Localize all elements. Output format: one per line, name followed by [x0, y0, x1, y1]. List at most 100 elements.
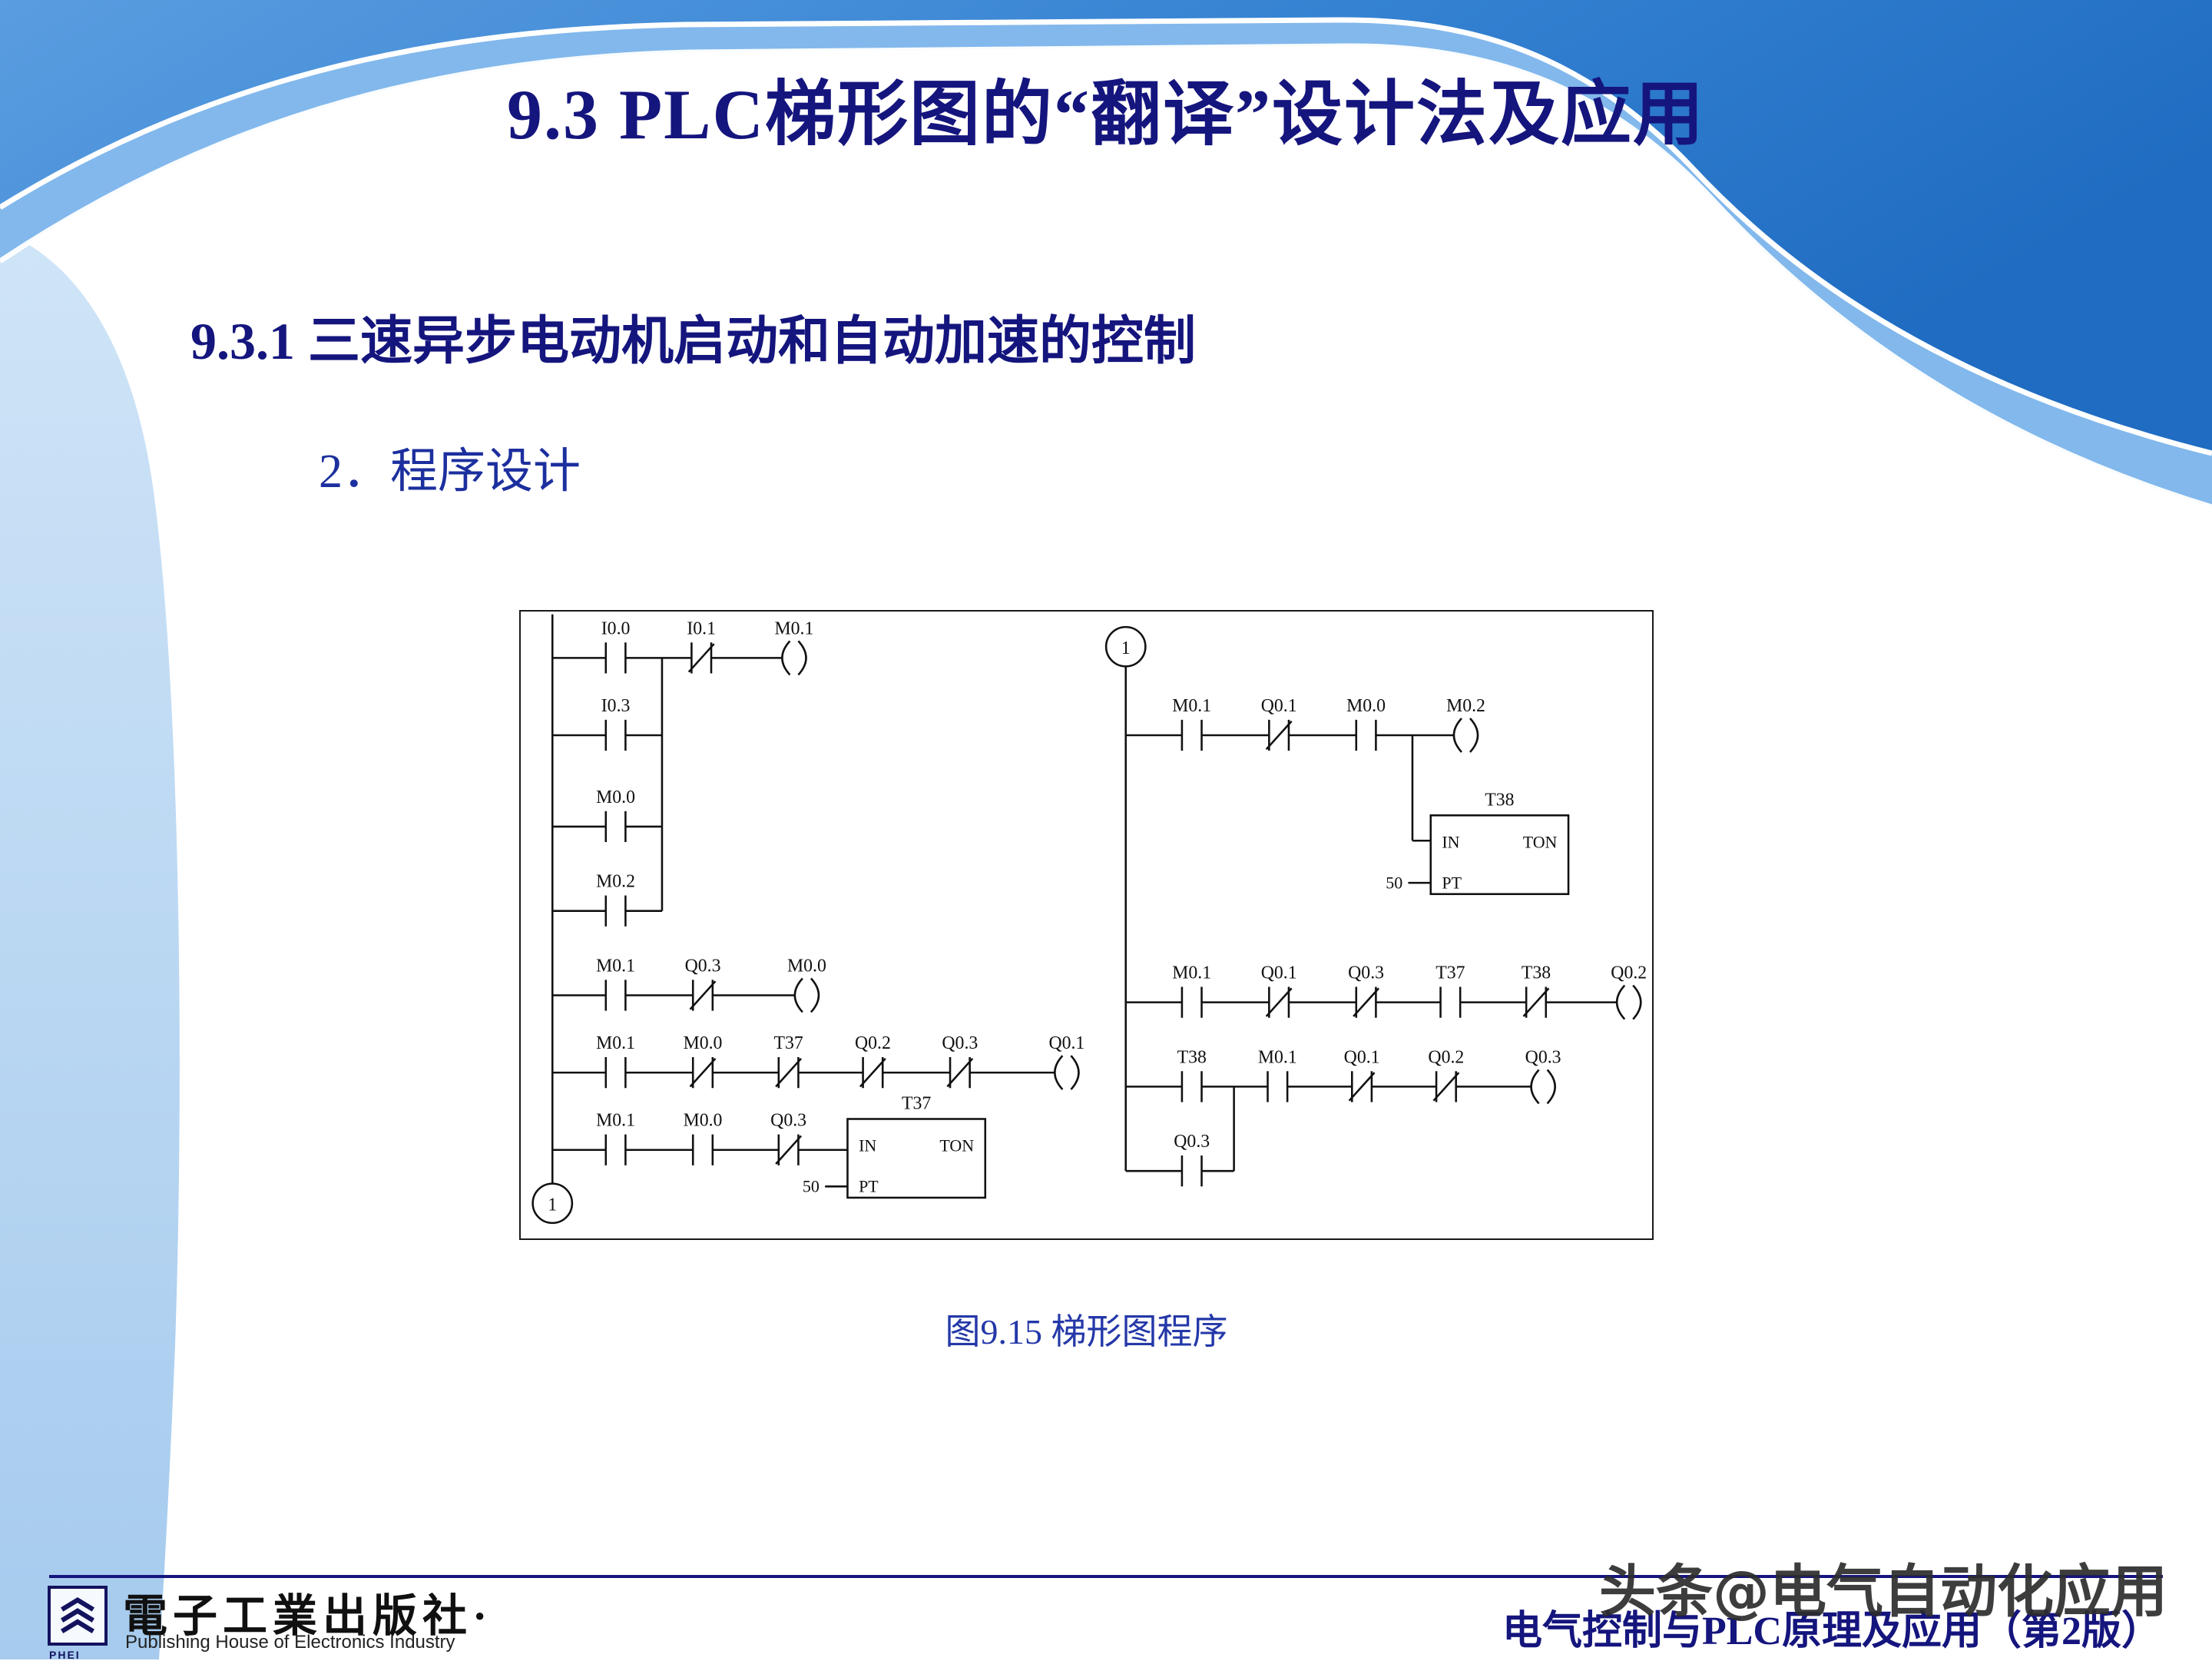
ladder-label: 1 — [548, 1195, 557, 1215]
no-contact: M0.1 — [1201, 1047, 1297, 1102]
nc-contact: Q0.2 — [798, 1033, 891, 1089]
ladder-label: PT — [1442, 873, 1462, 892]
coil: Q0.2 — [1545, 963, 1647, 1020]
connector-circle — [1104, 625, 1147, 668]
ladder-label: I0.1 — [687, 618, 716, 638]
coil-arc — [1452, 718, 1462, 753]
coil: Q0.1 — [969, 1033, 1084, 1090]
publisher-logo-icon — [61, 1596, 94, 1634]
band-top-blue — [0, 0, 2212, 453]
ladder-label: Q0.2 — [1428, 1047, 1464, 1067]
connector-circle — [531, 1182, 574, 1225]
ladder-label: M0.1 — [1172, 963, 1211, 983]
nc-contact: Q0.3 — [1288, 963, 1384, 1018]
no-contact: T37 — [1376, 963, 1465, 1018]
no-contact: I0.0 — [552, 618, 631, 674]
no-contact: M0.1 — [552, 956, 635, 1011]
ladder-label: M0.1 — [1258, 1047, 1297, 1067]
coil: M0.2 — [1376, 696, 1485, 753]
no-contact: M0.0 — [625, 1111, 722, 1165]
no-contact: T38 — [1125, 1047, 1207, 1102]
no-contact: M0.2 — [552, 872, 635, 927]
ladder-label: M0.0 — [596, 787, 635, 807]
nc-contact: T37 — [712, 1033, 803, 1089]
ladder-label: T37 — [1435, 963, 1465, 983]
ladder-wire — [1522, 987, 1550, 1017]
ladder-label: PT — [859, 1177, 879, 1196]
publisher-name-en: Publishing House of Electronics Industry — [125, 1632, 455, 1653]
ladder-label: Q0.3 — [685, 956, 721, 976]
ladder-label: I0.0 — [601, 618, 631, 638]
ladder-wire — [946, 1057, 974, 1088]
ladder-label: T38 — [1522, 963, 1551, 983]
ladder-label: TON — [939, 1136, 974, 1155]
ladder-wire — [1432, 1072, 1460, 1102]
ladder-label: Q0.1 — [1261, 963, 1297, 983]
no-contact: M0.0 — [1288, 696, 1386, 751]
ladder-label: Q0.3 — [942, 1033, 978, 1053]
ladder-wire — [1265, 720, 1293, 751]
nc-contact: T38 — [1460, 963, 1551, 1018]
coil-arc — [1546, 1069, 1556, 1105]
timer-rect — [846, 1118, 987, 1199]
coil: M0.1 — [710, 618, 814, 676]
ladder-label: Q0.1 — [1344, 1047, 1380, 1067]
no-contact: Q0.3 — [1125, 1132, 1210, 1187]
nc-contact: I0.1 — [625, 618, 716, 674]
phei-wordmark: PHEI — [49, 1649, 81, 1661]
ladder-label: T38 — [1177, 1047, 1207, 1067]
coil-arc — [810, 977, 820, 1013]
ladder-label: Q0.1 — [1048, 1033, 1084, 1053]
ladder-label: M0.2 — [596, 872, 635, 892]
ladder-wire — [775, 1135, 803, 1165]
left-light-band — [0, 230, 180, 1659]
ladder-wire — [1265, 987, 1293, 1017]
ladder-label: M0.2 — [1446, 696, 1485, 716]
ladder-label: Q0.2 — [855, 1033, 891, 1053]
ladder-label: Q0.3 — [1525, 1047, 1561, 1067]
ladder-label: Q0.3 — [1348, 963, 1384, 983]
ladder-label: T37 — [902, 1094, 931, 1114]
coil: M0.0 — [712, 956, 826, 1013]
no-contact: M0.1 — [1125, 696, 1211, 751]
white-curve-upper — [0, 17, 2212, 456]
no-contact: M0.0 — [552, 787, 635, 843]
ladder-label: M0.0 — [787, 956, 826, 976]
coil-arc — [1469, 718, 1479, 753]
ladder-label: Q0.3 — [1174, 1132, 1210, 1152]
nc-contact: Q0.3 — [712, 1111, 806, 1165]
coil-arc — [793, 977, 803, 1013]
ladder-label: M0.1 — [596, 1033, 635, 1053]
nc-contact: Q0.2 — [1371, 1047, 1464, 1102]
ladder-label: T37 — [773, 1033, 803, 1053]
ladder-wire — [859, 1057, 886, 1088]
ladder-wire — [689, 1057, 717, 1088]
ladder-label: IN — [1442, 832, 1459, 851]
publisher-name-cn: 電子工業出版社· — [123, 1591, 493, 1641]
coil: Q0.3 — [1455, 1047, 1561, 1105]
book-title: 电气控制与PLC原理及应用（第2版） — [1502, 1610, 2161, 1653]
footer-divider — [49, 1575, 2163, 1578]
no-contact: M0.1 — [552, 1033, 635, 1089]
no-contact: I0.3 — [552, 696, 630, 751]
ladder-label: IN — [859, 1136, 876, 1155]
nc-contact: Q0.3 — [882, 1033, 978, 1089]
slide-title: 9.3 PLC梯形图的“翻译”设计法及应用 — [506, 75, 1705, 154]
ladder-label: TON — [1523, 832, 1558, 851]
ladder-label: M0.0 — [684, 1033, 723, 1053]
section-heading: 9.3.1 三速异步电动机启动和自动加速的控制 — [190, 312, 1197, 370]
ladder-label: 50 — [803, 1177, 820, 1196]
ladder-wire — [689, 980, 717, 1010]
ladder-label: M0.0 — [684, 1111, 723, 1131]
coil-arc — [797, 640, 807, 676]
ladder-label: 1 — [1121, 638, 1131, 658]
ladder-label: Q0.3 — [770, 1111, 806, 1131]
ladder-label: M0.1 — [775, 618, 814, 638]
ladder-label: M0.0 — [1346, 696, 1386, 716]
